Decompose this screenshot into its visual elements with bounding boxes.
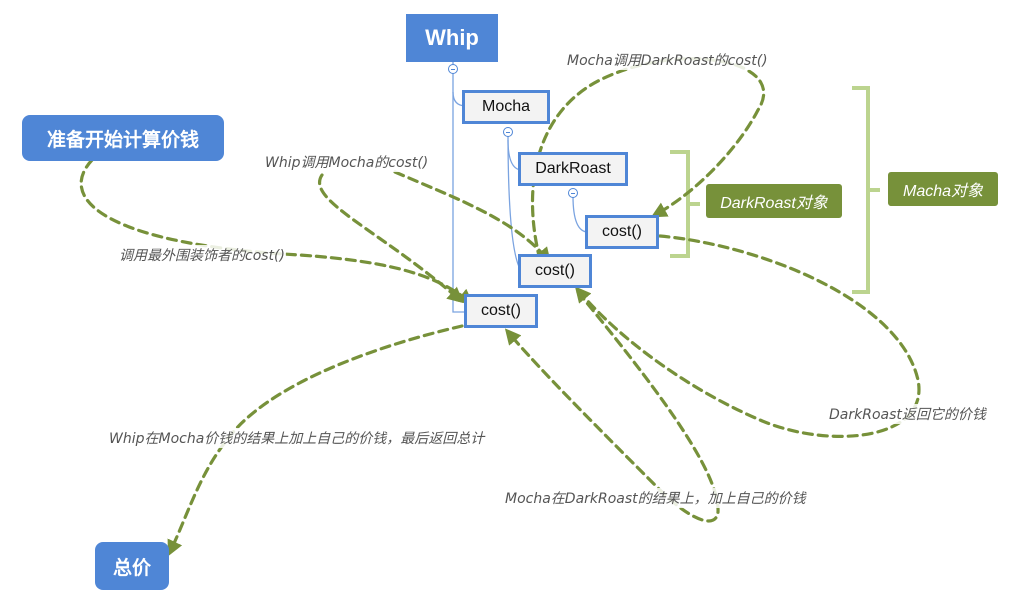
arrow-start-to-whip-cost bbox=[79, 158, 474, 305]
mocha-label: Mocha bbox=[481, 98, 531, 115]
mocha-node[interactable]: Mocha bbox=[462, 90, 550, 124]
whip-collapse-icon[interactable] bbox=[448, 64, 458, 74]
darkroast-object-box: DarkRoast对象 bbox=[706, 184, 842, 218]
arrow-whip-returns-total bbox=[167, 324, 464, 557]
total-node[interactable]: 总价 bbox=[95, 542, 169, 590]
arrow-mocha-adds bbox=[504, 290, 720, 523]
mocha-cost-node[interactable]: cost() bbox=[518, 254, 592, 288]
darkroast-label: DarkRoast bbox=[535, 160, 611, 177]
darkroast-cost-label: cost() bbox=[602, 223, 642, 240]
arrow-whip-to-mocha-cost bbox=[318, 173, 464, 304]
whip-label: Whip bbox=[425, 25, 479, 50]
start-label: 准备开始计算价钱 bbox=[46, 129, 199, 151]
label-call-outermost: 调用最外围装饰者的cost() bbox=[118, 245, 286, 265]
darkroast-object-label: DarkRoast对象 bbox=[720, 195, 828, 212]
mocha-object-label: Macha对象 bbox=[902, 183, 984, 200]
start-node[interactable]: 准备开始计算价钱 bbox=[22, 115, 224, 161]
mocha-cost-label: cost() bbox=[535, 262, 575, 279]
mocha-object-bracket bbox=[852, 86, 880, 294]
label-mocha-adds: Mocha在DarkRoast的结果上，加上自己的价钱 bbox=[504, 488, 807, 508]
arrow-whip-calls-mocha bbox=[393, 170, 552, 264]
whip-cost-label: cost() bbox=[481, 302, 521, 319]
flow-arrows bbox=[79, 57, 921, 557]
darkroast-cost-node[interactable]: cost() bbox=[585, 215, 659, 249]
object-brackets bbox=[670, 86, 880, 294]
label-whip-calls-mocha: Whip调用Mocha的cost() bbox=[264, 152, 430, 172]
label-mocha-calls-darkroast: Mocha调用DarkRoast的cost() bbox=[566, 50, 769, 70]
total-label: 总价 bbox=[112, 557, 151, 579]
whip-cost-node[interactable]: cost() bbox=[464, 294, 538, 328]
darkroast-collapse-icon[interactable] bbox=[568, 188, 578, 198]
whip-node[interactable]: Whip bbox=[406, 14, 498, 62]
arrow-darkroast-returns bbox=[574, 234, 921, 438]
mocha-collapse-icon[interactable] bbox=[503, 127, 513, 137]
tree-line-whip-cost bbox=[452, 62, 466, 313]
darkroast-node[interactable]: DarkRoast bbox=[518, 152, 628, 186]
mocha-object-box: Macha对象 bbox=[888, 172, 998, 206]
darkroast-object-bracket bbox=[670, 150, 700, 258]
label-whip-adds: Whip在Mocha价钱的结果上加上自己的价钱，最后返回总计 bbox=[108, 428, 486, 448]
label-darkroast-returns: DarkRoast返回它的价钱 bbox=[828, 404, 987, 424]
